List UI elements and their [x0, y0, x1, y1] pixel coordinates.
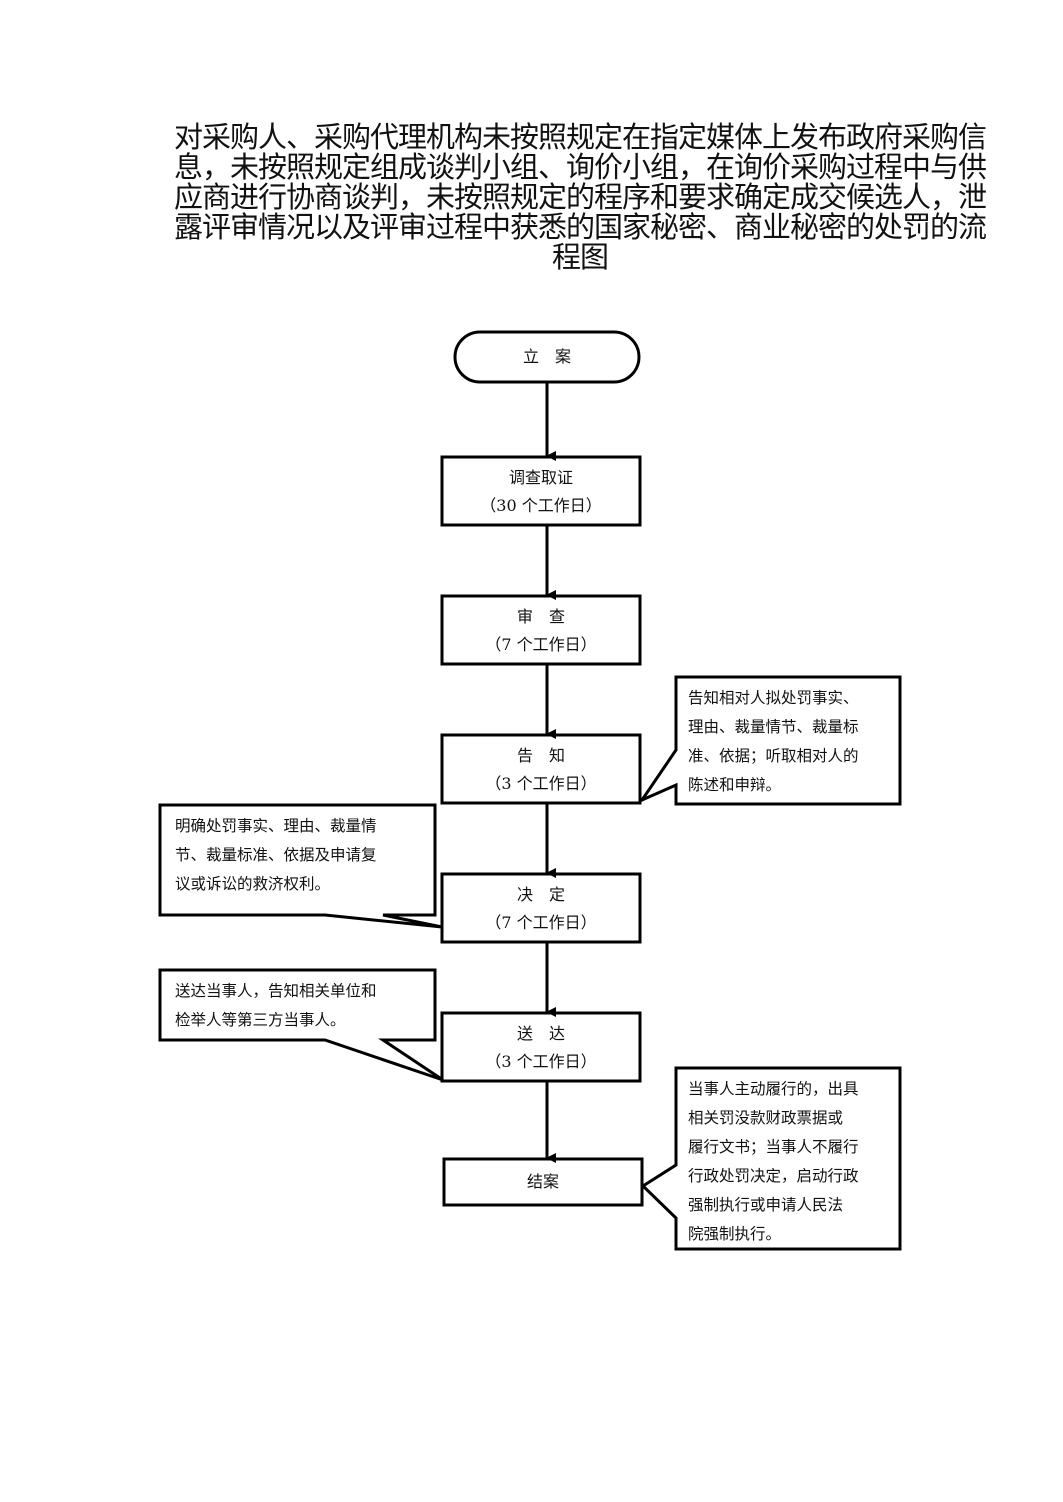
step-notify-text: 告 知 （3 个工作日）	[442, 742, 640, 798]
node-label: 送 达	[516, 1024, 565, 1043]
end-node-label: 结案	[444, 1168, 642, 1196]
node-duration: （30 个工作日）	[480, 496, 602, 515]
callout-line: 告知相对人拟处罚事实、	[688, 689, 859, 707]
callout-line: 相关罚没款财政票据或	[688, 1109, 844, 1127]
step-review	[440, 594, 642, 666]
callout-deliver-shape	[158, 968, 444, 1082]
callout-decide-text: 明确处罚事实、理由、裁量情 节、裁量标准、依据及申请复 议或诉讼的救济权利。	[175, 812, 377, 899]
node-duration: （7 个工作日）	[485, 635, 597, 654]
callout-line: 陈述和申辩。	[688, 776, 782, 794]
callout-decide-shape	[158, 803, 443, 929]
callout-line: 当事人主动履行的，出具	[688, 1080, 859, 1098]
callout-line: 准、依据；听取相对人的	[688, 747, 859, 765]
start-node-label: 立 案	[455, 343, 639, 371]
step-review-text: 审 查 （7 个工作日）	[442, 603, 640, 659]
step-notify	[440, 733, 642, 805]
callout-line: 理由、裁量情节、裁量标	[688, 718, 859, 736]
callout-line: 议或诉讼的救济权利。	[175, 875, 331, 893]
page-title: 对采购人、采购代理机构未按照规定在指定媒体上发布政府采购信 息，未按照规定组成谈…	[160, 122, 1000, 272]
title-line: 息，未按照规定组成谈判小组、询价小组，在询价采购过程中与供	[173, 150, 987, 184]
callout-notify-text: 告知相对人拟处罚事实、 理由、裁量情节、裁量标 准、依据；听取相对人的 陈述和申…	[688, 684, 859, 800]
callout-notify-shape	[637, 675, 902, 806]
step-decide-text: 决 定 （7 个工作日）	[442, 881, 640, 937]
step-deliver-text: 送 达 （3 个工作日）	[442, 1020, 640, 1076]
node-label: 结案	[526, 1172, 559, 1191]
callout-line: 履行文书；当事人不履行	[688, 1138, 859, 1156]
node-label: 调查取证	[508, 468, 573, 487]
step-deliver	[440, 1011, 642, 1083]
node-label: 决 定	[516, 885, 565, 904]
step-investigate-text: 调查取证 （30 个工作日）	[442, 464, 640, 520]
node-label: 立 案	[522, 347, 571, 366]
callout-line: 节、裁量标准、依据及申请复	[175, 846, 377, 864]
callout-line: 院强制执行。	[688, 1225, 782, 1243]
callout-close-text: 当事人主动履行的，出具 相关罚没款财政票据或 履行文书；当事人不履行 行政处罚决…	[688, 1075, 859, 1249]
title-line: 对采购人、采购代理机构未按照规定在指定媒体上发布政府采购信	[173, 120, 987, 154]
node-duration: （7 个工作日）	[485, 913, 597, 932]
title-line: 程图	[551, 240, 609, 274]
step-investigate	[440, 455, 642, 527]
callout-close-shape	[640, 1066, 902, 1251]
end-node	[442, 1157, 644, 1207]
node-label: 告 知	[516, 746, 565, 765]
callout-line: 送达当事人，告知相关单位和	[175, 982, 377, 1000]
title-line: 应商进行协商谈判，未按照规定的程序和要求确定成交候选人，泄	[173, 180, 987, 214]
title-line: 露评审情况以及评审过程中获悉的国家秘密、商业秘密的处罚的流	[173, 210, 987, 244]
node-label: 审 查	[516, 607, 565, 626]
callout-line: 行政处罚决定，启动行政	[688, 1167, 859, 1185]
callout-line: 检举人等第三方当事人。	[175, 1011, 346, 1029]
step-decide	[440, 872, 642, 944]
callout-line: 明确处罚事实、理由、裁量情	[175, 817, 377, 835]
node-duration: （3 个工作日）	[485, 774, 597, 793]
node-duration: （3 个工作日）	[485, 1052, 597, 1071]
callout-deliver-text: 送达当事人，告知相关单位和 检举人等第三方当事人。	[175, 977, 377, 1035]
callout-line: 强制执行或申请人民法	[688, 1196, 844, 1214]
